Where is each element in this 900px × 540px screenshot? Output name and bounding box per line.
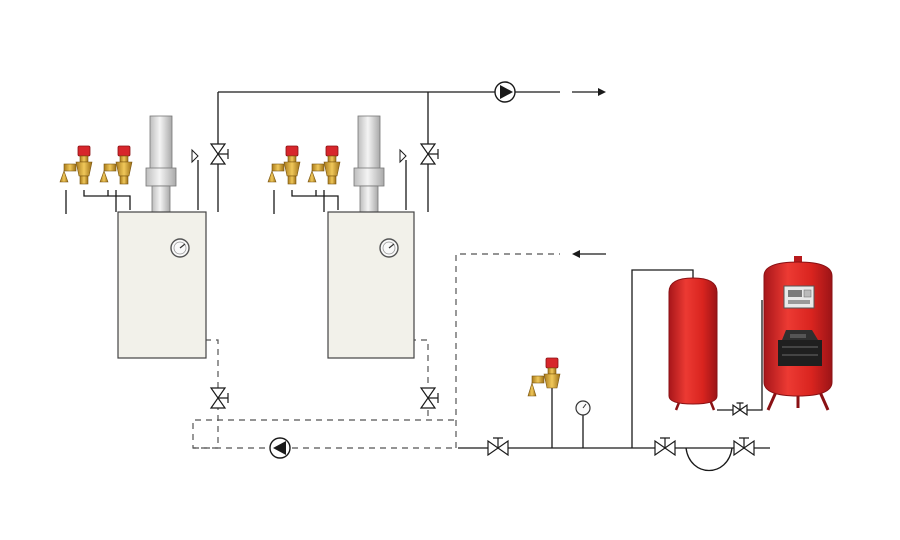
gate-valve-icon[interactable] <box>209 387 229 409</box>
pressure-gauge-icon <box>379 238 399 258</box>
boiler-1 <box>117 115 207 359</box>
safety-valve-icon <box>59 145 93 185</box>
control-panel <box>783 285 815 309</box>
gate-valve-icon[interactable] <box>732 402 748 417</box>
pressurization-unit-icon <box>763 256 833 411</box>
flue-base <box>359 185 379 213</box>
flow-arrow-icon <box>572 250 606 258</box>
flue-base <box>151 185 171 213</box>
safety-valve-icon <box>267 145 301 185</box>
gate-valve-icon[interactable] <box>419 143 439 165</box>
boiler-icon <box>117 211 207 359</box>
gate-valve-icon[interactable] <box>419 387 439 409</box>
flow-arrow-icon <box>572 88 606 96</box>
boiler-2 <box>327 115 415 359</box>
pump-motor <box>778 330 822 366</box>
circulation-pump-icon <box>494 81 516 103</box>
gate-valve-icon[interactable] <box>209 143 229 165</box>
boiler-icon <box>327 211 415 359</box>
flue-collar <box>145 167 177 187</box>
safety-valves <box>59 145 561 397</box>
gate-valves <box>209 143 755 457</box>
flue-icon <box>357 115 381 177</box>
check-valve-marker <box>191 148 407 164</box>
gate-valve-icon[interactable] <box>654 437 676 457</box>
safety-valve-icon <box>99 145 133 185</box>
pressure-gauge-icon <box>575 400 591 416</box>
flue-icon <box>149 115 173 177</box>
circulation-pump-icon <box>269 437 291 459</box>
pressure-gauge-icon <box>170 238 190 258</box>
flue-collar <box>353 167 385 187</box>
expansion-vessel-icon <box>668 277 718 411</box>
flexible-hose <box>685 447 733 472</box>
gate-valve-icon[interactable] <box>733 437 755 457</box>
safety-valve-icon <box>527 357 561 397</box>
gate-valve-icon[interactable] <box>487 437 509 457</box>
safety-valve-icon <box>307 145 341 185</box>
